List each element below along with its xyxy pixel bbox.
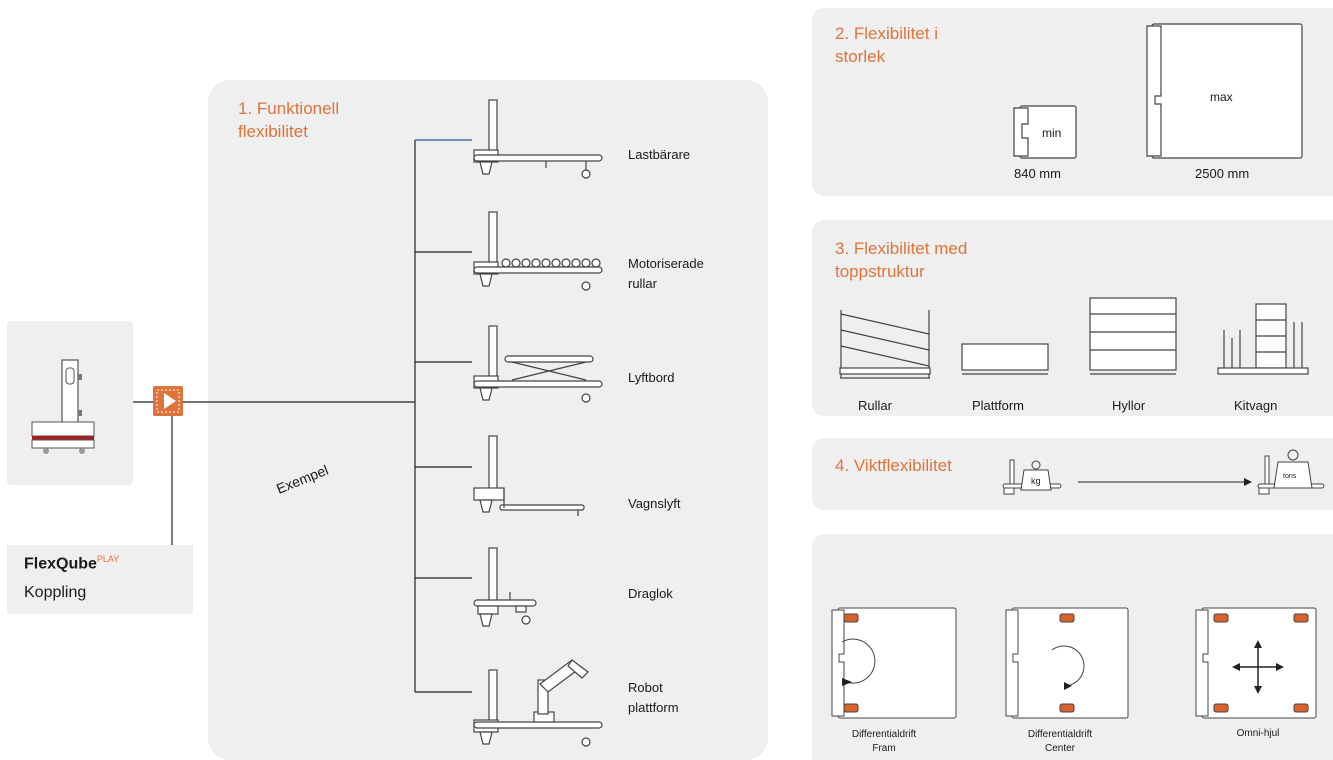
- min-label: min: [1042, 126, 1062, 140]
- item-cart-lift: Vagnslyft: [628, 496, 681, 511]
- drive-label-center-line2: Center: [1044, 743, 1075, 754]
- item-lastbarare: Lastbärare: [628, 147, 691, 162]
- coupling-image-panel: [7, 321, 133, 485]
- size-title-line1: 2. Flexibilitet i: [835, 24, 938, 43]
- functional-flexibility-panel: [208, 80, 768, 760]
- top-structure-title: 3. Flexibilitet med toppstruktur: [835, 237, 967, 283]
- item-robot-platform-line1: Robot: [628, 680, 663, 695]
- brand-name: FlexQube: [24, 555, 97, 573]
- max-value: 2500 mm: [1195, 166, 1250, 181]
- size-title: 2. Flexibilitet i storlek: [835, 22, 938, 68]
- top-item-shelves: Hyllor: [1112, 398, 1146, 413]
- coupling-subtitle: Koppling: [24, 584, 87, 601]
- flexqube-label-panel: [7, 545, 193, 614]
- item-robot-platform: Robot plattform: [628, 678, 679, 718]
- min-value: 840 mm: [1014, 166, 1061, 181]
- tons-label: tons: [1283, 473, 1297, 480]
- max-label: max: [1210, 90, 1233, 104]
- top-item-platform: Plattform: [972, 398, 1025, 413]
- flexqube-brand: FlexQubePLAY: [24, 554, 119, 573]
- drive-label-center-line1: Differentialdrift: [1027, 729, 1093, 740]
- top-item-kit-cart: Kitvagn: [1234, 398, 1278, 413]
- functional-title-line2: flexibilitet: [238, 122, 308, 141]
- item-motorized-rollers: Motoriserade rullar: [628, 254, 704, 294]
- drive-label-omni: Omni-hjul: [1236, 728, 1280, 739]
- functional-title: 1. Funktionell flexibilitet: [238, 97, 339, 143]
- item-robot-platform-line2: plattform: [628, 700, 679, 715]
- drive-label-center: Differentialdrift Center: [1012, 728, 1108, 756]
- item-motorized-rollers-line1: Motoriserade: [628, 256, 704, 271]
- top-item-rollers: Rullar: [858, 398, 892, 413]
- drive-panel: [812, 534, 1333, 760]
- kg-label: kg: [1031, 476, 1041, 486]
- drive-label-front-line1: Differentialdrift: [851, 729, 917, 740]
- play-button[interactable]: [153, 386, 183, 416]
- item-lift-table: Lyftbord: [628, 370, 675, 385]
- top-structure-title-line2: toppstruktur: [835, 262, 925, 281]
- drive-label-front: Differentialdrift Fram: [836, 728, 932, 756]
- size-title-line2: storlek: [835, 47, 886, 66]
- brand-superscript: PLAY: [96, 554, 120, 564]
- top-structure-title-line1: 3. Flexibilitet med: [835, 239, 968, 258]
- drive-label-front-line2: Fram: [872, 743, 896, 754]
- item-tugger: Draglok: [628, 586, 673, 601]
- item-motorized-rollers-line2: rullar: [628, 276, 657, 291]
- weight-title: 4. Viktflexibilitet: [835, 456, 952, 475]
- weight-flexibility-panel: [812, 438, 1333, 510]
- functional-title-line1: 1. Funktionell: [238, 99, 340, 118]
